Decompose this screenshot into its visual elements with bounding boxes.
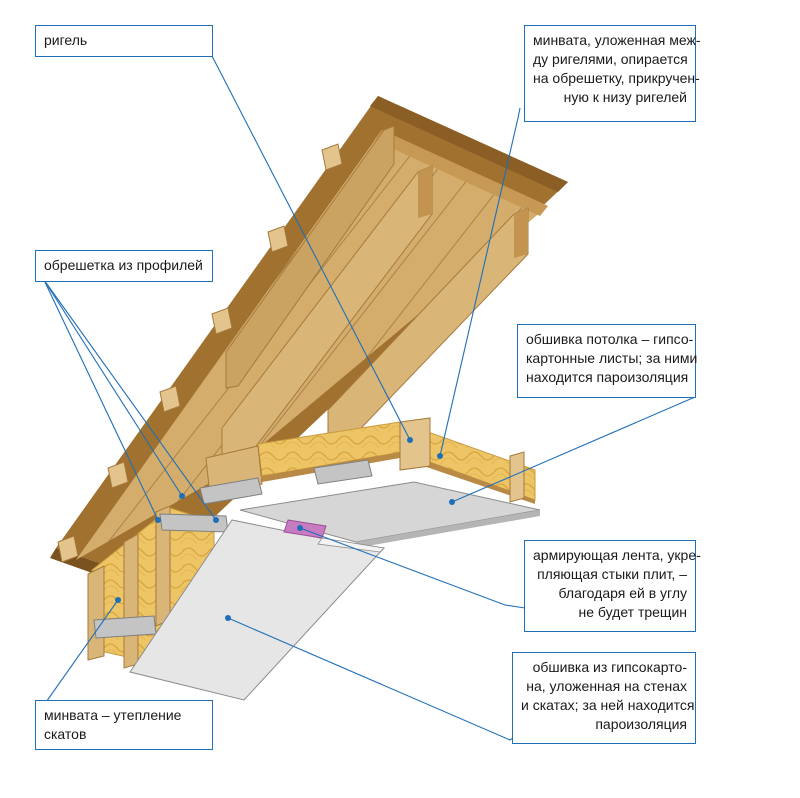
label-line: на, уложенная на стенах — [526, 678, 687, 694]
label-line: пароизоляция — [595, 716, 687, 732]
label-line: на обрешетку, прикручен- — [533, 70, 700, 86]
label-line: ду ригелями, опирается — [533, 51, 688, 67]
label-rigel-line: ригель — [44, 32, 88, 48]
rafter-ends — [57, 143, 343, 563]
label-line: не будет трещин — [578, 604, 688, 620]
label-reinforcing-tape: армирующая лента, укре- пляющая стыки пл… — [524, 540, 701, 632]
label-obreshetka: обрешетка из профилей — [35, 250, 213, 282]
label-line: армирующая лента, укре- — [533, 547, 701, 563]
label-obreshetka-line: обрешетка из профилей — [44, 257, 203, 273]
label-line: обшивка из гипсокарто- — [532, 659, 687, 675]
label-line: пляющая стыки плит, – — [537, 566, 687, 582]
label-line: минвата, уложенная меж- — [533, 32, 701, 48]
label-minvata-slopes: минвата – утепление скатов — [35, 700, 213, 750]
label-line: ную к низу ригелей — [563, 89, 687, 105]
label-line: и скатах; за ней находится — [521, 697, 695, 713]
label-line: скатов — [44, 726, 87, 742]
label-rigel: ригель — [35, 25, 213, 57]
rafters — [221, 125, 529, 475]
label-line: минвата – утепление — [44, 707, 182, 723]
label-line: благодаря ей в углу — [558, 585, 687, 601]
label-line: картонные листы; за ними — [526, 350, 698, 366]
leader-dots — [115, 437, 455, 621]
label-minvata-between-rafters: минвата, уложенная меж- ду ригелями, опи… — [524, 25, 701, 122]
label-line: находится пароизоляция — [526, 369, 689, 385]
label-ceiling-sheathing: обшивка потолка – гипсо- картонные листы… — [517, 324, 698, 398]
label-wall-drywall: обшивка из гипсокарто- на, уложенная на … — [512, 652, 696, 744]
ceiling-profiles — [199, 459, 373, 505]
label-line: обшивка потолка – гипсо- — [526, 331, 694, 347]
